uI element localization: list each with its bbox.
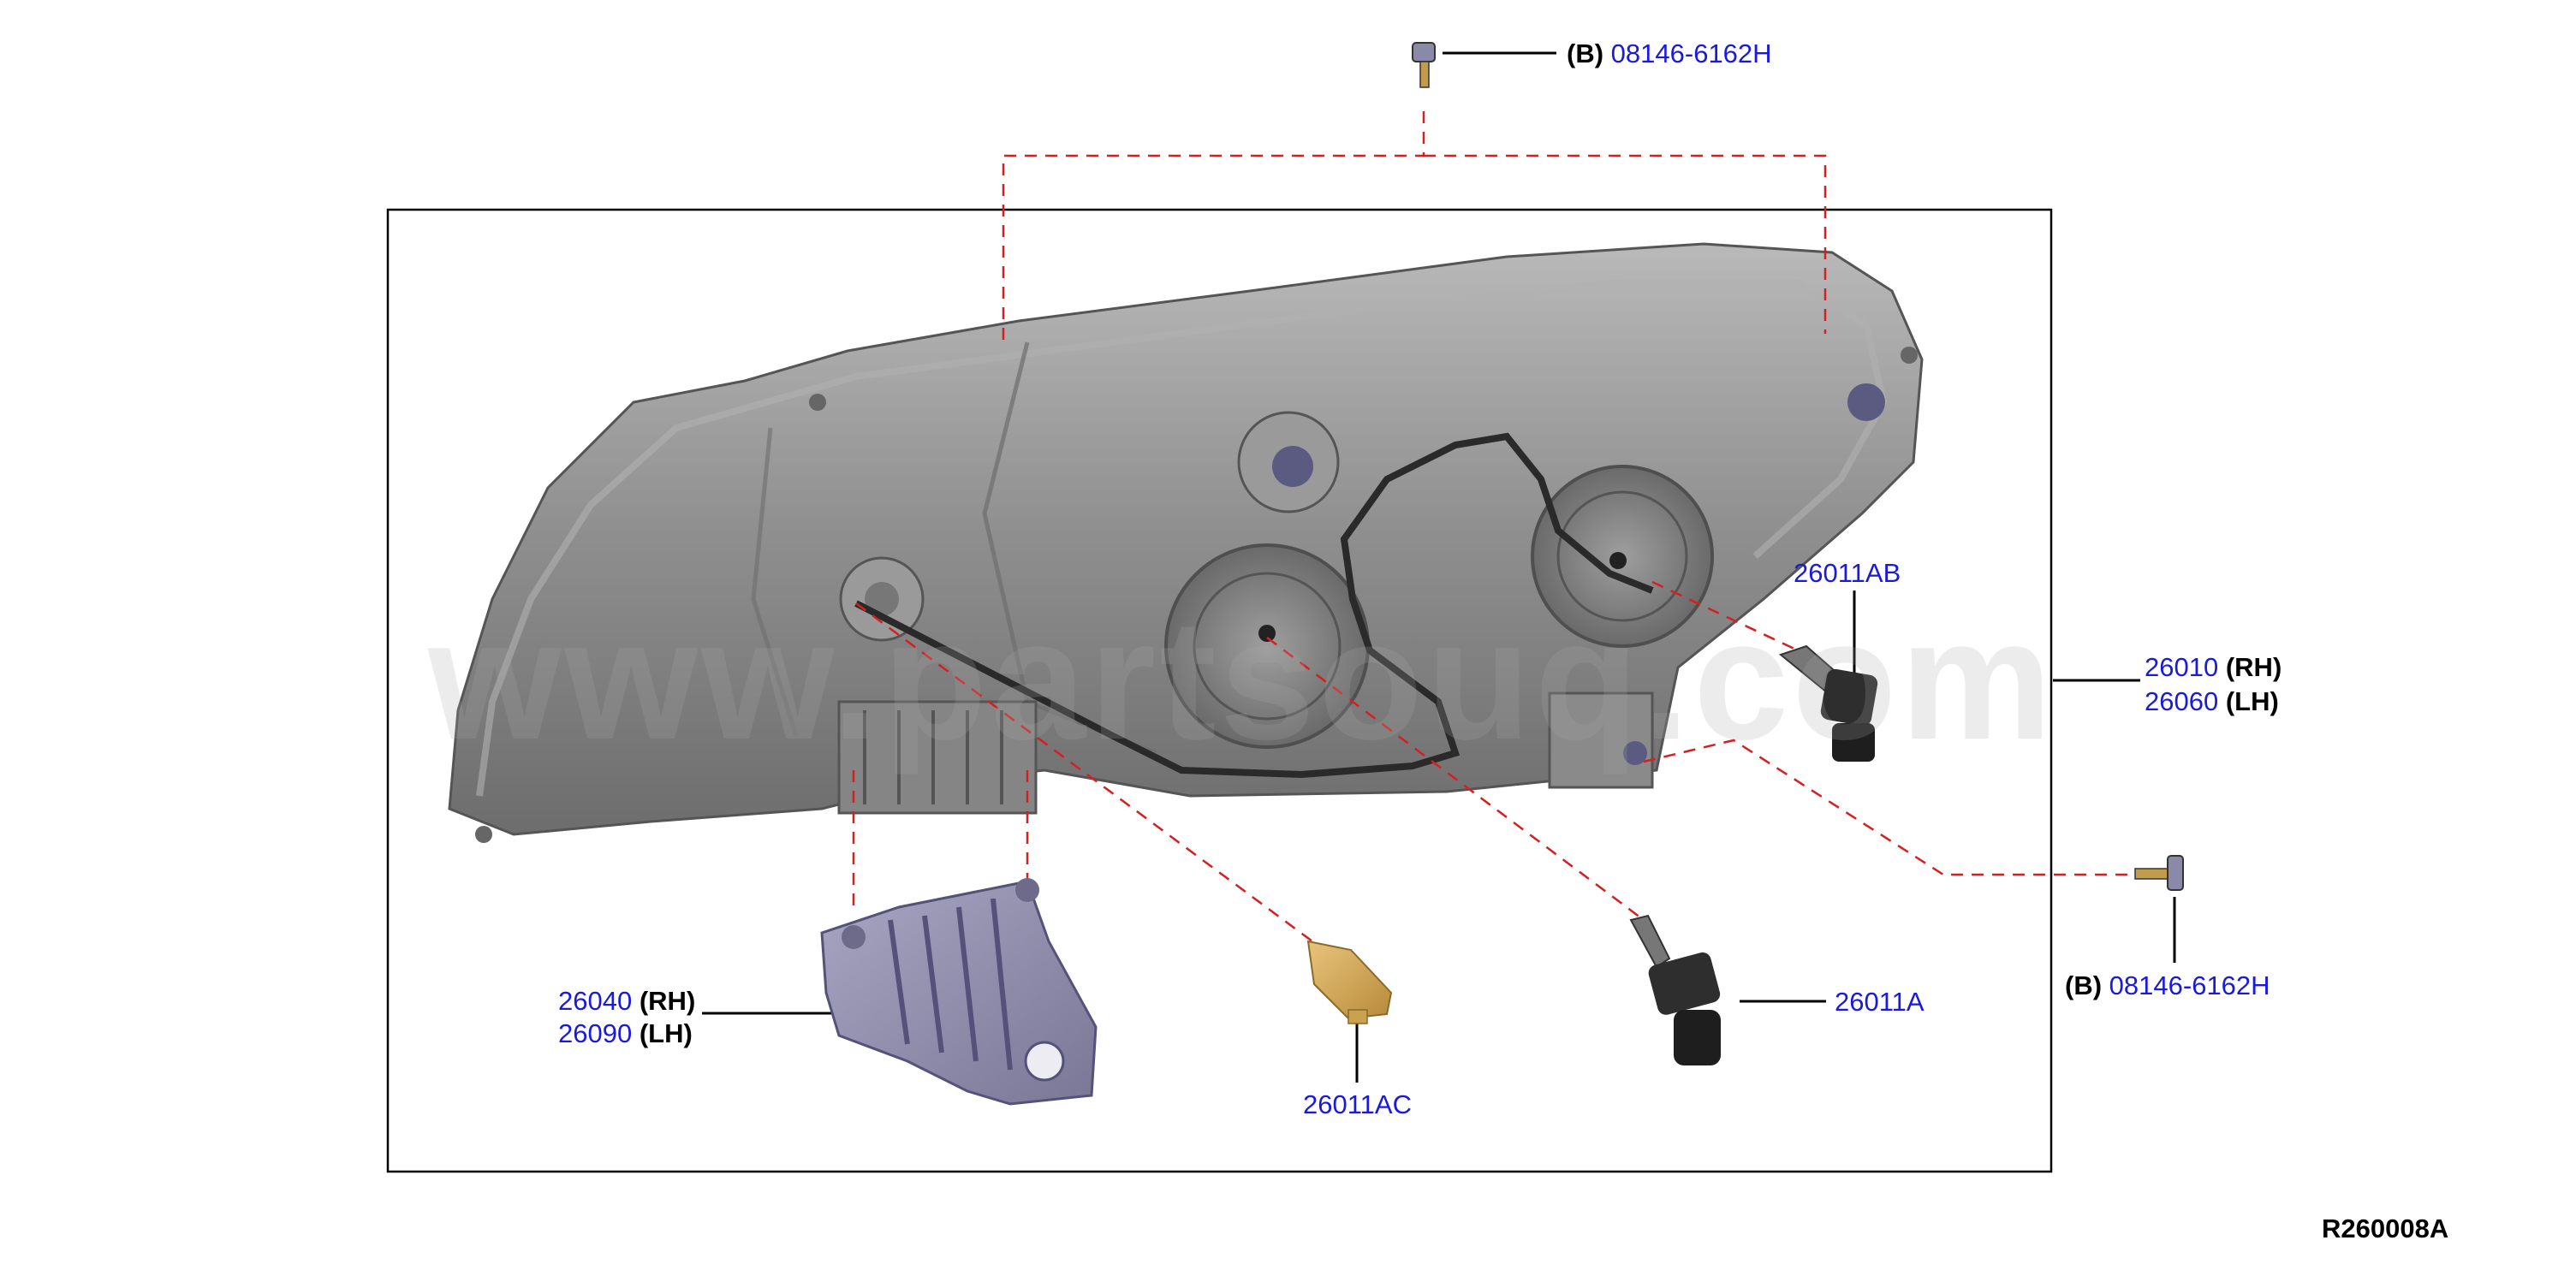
diagram-id: R260008A: [2322, 1214, 2449, 1243]
leader-lines: [852, 111, 2140, 960]
part-number-link[interactable]: 26010: [2145, 652, 2219, 682]
leader-26011AB: [1651, 580, 1799, 652]
callout-bracket-rh[interactable]: 26040 (RH): [558, 987, 695, 1016]
rear-connector: [1548, 691, 1654, 789]
bulb-26011AB-icon[interactable]: [1778, 644, 1879, 762]
callout-bracket-lh[interactable]: 26090 (LH): [558, 1019, 693, 1048]
part-number-link[interactable]: 26011AB: [1794, 558, 1901, 588]
bulb-26011AC-icon[interactable]: [1306, 940, 1393, 1024]
upper-socket: [1237, 411, 1340, 513]
right-reflector: [1531, 465, 1714, 648]
bracket-icon[interactable]: [820, 878, 1098, 1106]
qualifier-label: (RH): [639, 986, 696, 1016]
part-number-link[interactable]: 08146-6162H: [2109, 970, 2270, 1000]
qualifier-label: (RH): [2225, 652, 2282, 682]
callout-26011AB[interactable]: 26011AB: [1794, 559, 1901, 588]
callout-headlamp-lh[interactable]: 26060 (LH): [2145, 687, 2279, 716]
screw-right-icon[interactable]: [2134, 855, 2184, 891]
leader-26011A: [1266, 637, 1645, 921]
watermark: www.partsouq.com: [428, 585, 2056, 775]
qualifier-label: (LH): [2225, 686, 2279, 716]
side-socket: [839, 556, 925, 642]
screw-top-icon[interactable]: [1412, 42, 1436, 88]
leader-26011AC: [855, 602, 1336, 960]
callout-screw-right[interactable]: (B) 08146-6162H: [2065, 971, 2270, 1000]
leader-bracket: [852, 770, 1029, 907]
callout-26011A[interactable]: 26011A: [1835, 988, 1925, 1017]
part-number-link[interactable]: 26090: [558, 1018, 633, 1048]
callout-leaders: [702, 51, 2176, 1083]
assembly-frame: [386, 208, 2053, 1173]
leader-screw-top: [1002, 111, 1827, 342]
callout-headlamp-rh[interactable]: 26010 (RH): [2145, 653, 2282, 682]
callout-screw-top[interactable]: (B) 08146-6162H: [1567, 39, 1772, 68]
qualifier-label: (B): [2065, 970, 2103, 1000]
left-reflector: [1164, 543, 1370, 749]
leader-screw-right: [1643, 739, 2140, 876]
qualifier-label: (B): [1567, 39, 1604, 68]
wiring-harness: [854, 432, 1654, 779]
part-number-link[interactable]: 26040: [558, 986, 633, 1016]
part-number-link[interactable]: 26011AC: [1303, 1089, 1412, 1119]
headlamp-housing[interactable]: [448, 242, 1924, 843]
part-number-link[interactable]: 26060: [2145, 686, 2219, 716]
bulb-26011A-icon[interactable]: [1629, 914, 1722, 1065]
callout-26011AC[interactable]: 26011AC: [1303, 1090, 1412, 1119]
part-number-link[interactable]: 26011A: [1835, 987, 1925, 1017]
qualifier-label: (LH): [639, 1018, 693, 1048]
part-number-link[interactable]: 08146-6162H: [1610, 39, 1772, 68]
